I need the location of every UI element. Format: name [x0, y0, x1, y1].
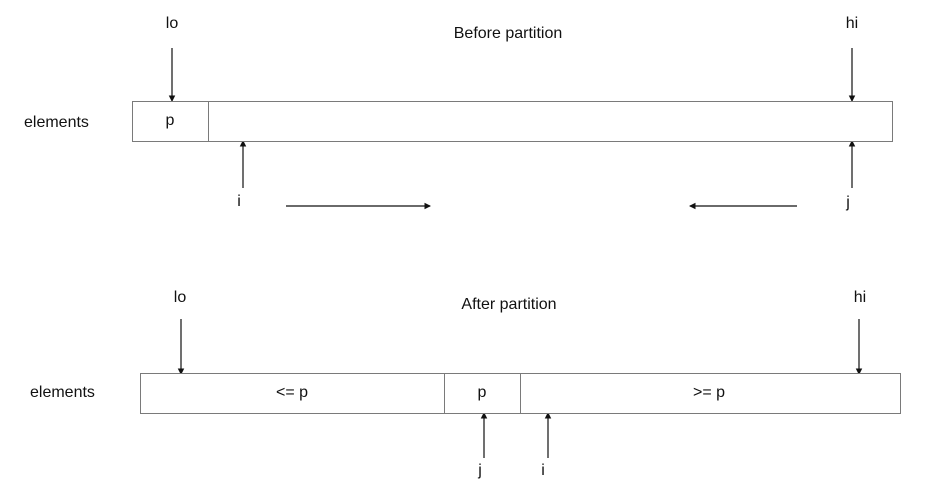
- before-hi-label: hi: [845, 15, 859, 32]
- before-elements-label: elements: [24, 114, 89, 131]
- before-partition-title: Before partition: [453, 25, 563, 42]
- after-elements-label: elements: [30, 384, 95, 401]
- after-lo-label: lo: [173, 289, 187, 306]
- before-elements-array: [132, 101, 893, 142]
- after-partition-title: After partition: [461, 296, 557, 313]
- after-left-partition-cell: [140, 373, 445, 414]
- after-pivot-cell: [444, 373, 521, 414]
- after-pivot-label: p: [477, 384, 487, 401]
- before-j-label: j: [846, 194, 850, 211]
- before-pivot-label: p: [165, 112, 175, 129]
- after-hi-label: hi: [853, 289, 867, 306]
- after-i-label: i: [541, 462, 545, 479]
- before-i-label: i: [237, 193, 241, 210]
- before-pivot-cell: [132, 101, 209, 142]
- after-left-partition-label: <= p: [275, 384, 309, 401]
- after-j-label: j: [478, 462, 482, 479]
- before-lo-label: lo: [165, 15, 179, 32]
- after-right-partition-label: >= p: [692, 384, 726, 401]
